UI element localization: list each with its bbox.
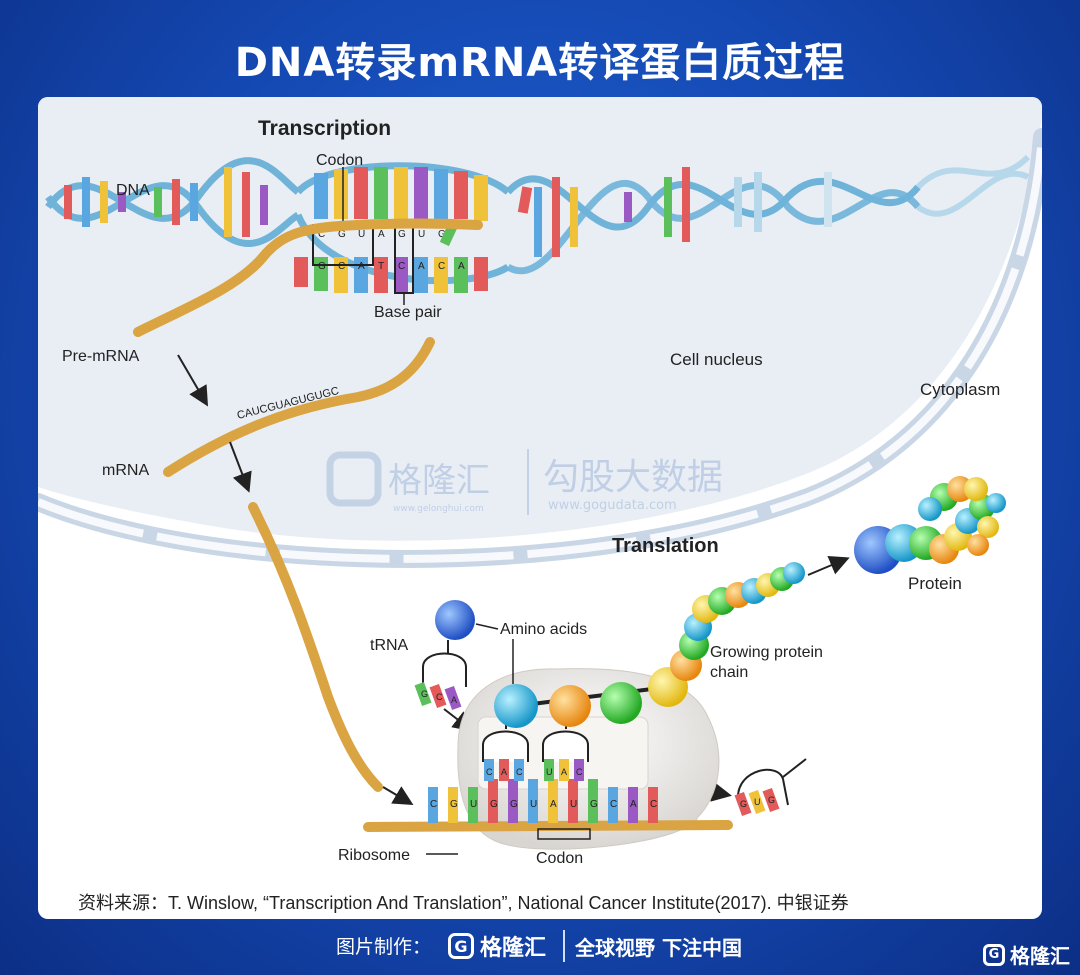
trna-right: U A C bbox=[542, 715, 589, 781]
watermark-brand: 格隆汇 bbox=[388, 461, 490, 501]
trna-left-base-1: C bbox=[486, 767, 493, 777]
top-base-3: U bbox=[358, 229, 365, 240]
ribo-base-5: G bbox=[510, 799, 518, 810]
mrna-strand bbox=[163, 337, 435, 477]
diagram-svg: C G U A G U G G C A T C A C A bbox=[38, 97, 1042, 867]
gelonghui-logo-icon: G bbox=[448, 933, 474, 959]
trna-left-base-3: C bbox=[516, 767, 523, 777]
ribo-base-3: U bbox=[470, 799, 477, 810]
label-translation: Translation bbox=[612, 535, 719, 557]
ribosome-mrna-strand bbox=[363, 820, 733, 832]
watermark: 格隆汇 www.gelonghui.com 勾股大数据 www.gogudata… bbox=[326, 449, 723, 515]
watermark-partner-url: www.gogudata.com bbox=[548, 498, 677, 513]
mrna-to-ribosome-strand bbox=[248, 502, 383, 792]
trna-left: C A C bbox=[482, 715, 529, 781]
ribo-base-2: G bbox=[450, 799, 458, 810]
cell-nucleus-shape bbox=[38, 97, 1042, 541]
bottom-base-5: C bbox=[398, 261, 405, 272]
trna-right-base-1: U bbox=[546, 767, 553, 777]
label-trna: tRNA bbox=[370, 637, 409, 654]
ribo-base-6: U bbox=[530, 799, 537, 810]
bottom-base-8: A bbox=[458, 261, 465, 272]
bottom-base-4: T bbox=[378, 261, 384, 272]
footer-logo: G 格隆汇 bbox=[448, 928, 546, 964]
top-base-2: G bbox=[338, 229, 346, 240]
footer-made-by: 图片制作： bbox=[336, 936, 432, 958]
trna-right-base-2: A bbox=[561, 767, 567, 777]
dna-helix: C G U A G U G G C A T C A C A bbox=[45, 154, 1031, 305]
footer-logo-text: 格隆汇 bbox=[480, 936, 547, 961]
label-ribosome: Ribosome bbox=[338, 847, 410, 864]
watermark-partner: 勾股大数据 bbox=[543, 457, 723, 498]
top-base-7: G bbox=[438, 229, 446, 240]
protein-molecule bbox=[854, 476, 1006, 574]
trna-exiting-base-3: G bbox=[768, 795, 775, 805]
label-codon-bottom: Codon bbox=[536, 850, 583, 867]
ribo-base-12: C bbox=[650, 799, 657, 810]
nuclear-envelope-inner bbox=[38, 136, 1042, 563]
trna-exiting-base-1: G bbox=[740, 799, 747, 809]
trna-left-base-2: A bbox=[501, 767, 507, 777]
footer-divider bbox=[563, 930, 565, 962]
bottom-base-2: C bbox=[338, 261, 345, 272]
bottom-base-6: A bbox=[418, 261, 425, 272]
corner-logo-icon: G bbox=[983, 943, 1005, 966]
watermark-brand-url: www.gelonghui.com bbox=[393, 504, 484, 514]
trna-exiting-base-2: U bbox=[754, 797, 761, 807]
trna-incoming-base-3: A bbox=[451, 695, 457, 705]
trna-incoming-base-2: C bbox=[436, 692, 443, 702]
corner-logo-text: 格隆汇 bbox=[1010, 944, 1070, 968]
trna-incoming-base-1: G bbox=[421, 689, 428, 699]
trna-right-base-3: C bbox=[576, 767, 583, 777]
top-base-5: G bbox=[398, 229, 406, 240]
ribo-base-7: A bbox=[550, 799, 557, 810]
ribo-base-1: C bbox=[430, 799, 437, 810]
top-base-6: U bbox=[418, 229, 425, 240]
ribo-base-10: C bbox=[610, 799, 617, 810]
pre-mrna-strand bbox=[133, 218, 483, 337]
label-growing-protein-chain-2: chain bbox=[710, 664, 748, 681]
page-title: DNA转录mRNA转译蛋白质过程 bbox=[234, 40, 846, 86]
source-note: 资料来源：T. Winslow, “Transcription And Tran… bbox=[78, 893, 849, 913]
label-codon-top: Codon bbox=[316, 152, 363, 169]
bottom-base-1: G bbox=[318, 261, 326, 272]
label-protein: Protein bbox=[908, 574, 962, 593]
ribo-base-9: G bbox=[590, 799, 598, 810]
codon-bracket-bottom bbox=[537, 828, 591, 840]
footer: 图片制作： G 格隆汇 全球视野 下注中国 bbox=[0, 928, 1080, 968]
top-strand-bases bbox=[314, 167, 488, 221]
bottom-base-3: A bbox=[358, 261, 365, 272]
ribo-base-8: U bbox=[570, 799, 577, 810]
ribosome-mrna-bases bbox=[428, 779, 658, 823]
footer-slogan: 全球视野 下注中国 bbox=[575, 936, 742, 960]
label-amino-acids: Amino acids bbox=[500, 621, 587, 638]
ribo-base-4: G bbox=[490, 799, 498, 810]
label-cell-nucleus: Cell nucleus bbox=[670, 350, 763, 369]
ribo-base-11: A bbox=[630, 799, 637, 810]
trna-exiting: G U G bbox=[734, 758, 807, 817]
bottom-base-7: C bbox=[438, 261, 445, 272]
label-base-pair: Base pair bbox=[374, 304, 442, 321]
amino-acid-chain bbox=[494, 562, 805, 728]
corner-logo: G 格隆汇 bbox=[983, 940, 1070, 969]
top-base-1: C bbox=[318, 229, 325, 240]
label-transcription: Transcription bbox=[258, 117, 391, 140]
trna-incoming: G C A bbox=[414, 600, 475, 711]
label-dna: DNA bbox=[116, 182, 150, 199]
label-mrna: mRNA bbox=[102, 462, 149, 479]
diagram-panel: C G U A G U G G C A T C A C A bbox=[38, 97, 1042, 919]
label-growing-protein-chain-1: Growing protein bbox=[710, 644, 823, 661]
label-cytoplasm: Cytoplasm bbox=[920, 380, 1000, 399]
top-base-4: A bbox=[378, 229, 385, 240]
label-pre-mrna: Pre-mRNA bbox=[62, 348, 140, 365]
